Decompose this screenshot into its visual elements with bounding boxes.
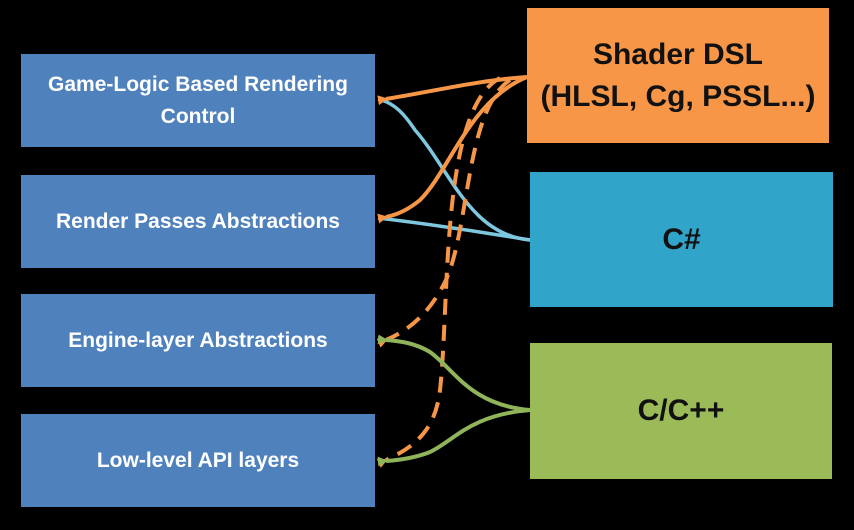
layer-box-engine-layer: Engine-layer Abstractions — [21, 294, 375, 387]
language-label-cpp: C/C++ — [637, 394, 725, 427]
shader-to-low-level-api-dashed-arrow — [376, 76, 501, 468]
shader-to-render-passes-arrow — [377, 75, 528, 224]
layer-label-low-level-api: Low-level API layers — [96, 448, 300, 472]
layer-box-low-level-api: Low-level API layers — [21, 414, 375, 507]
language-box-csharp: C# — [530, 172, 833, 307]
layer-label-engine-layer: Engine-layer Abstractions — [68, 328, 328, 352]
shader-to-game-logic-arrow — [377, 75, 528, 106]
layer-label-render-passes: Render Passes Abstractions — [55, 209, 340, 233]
layer-box-game-logic: Game-Logic Based Rendering Control — [21, 54, 375, 147]
language-label-shader-dsl: Shader DSL (HLSL, Cg, PSSL...) — [540, 37, 816, 113]
cpp-to-engine-layer-arrow — [377, 334, 531, 412]
language-box-shader-dsl: Shader DSL (HLSL, Cg, PSSL...) — [527, 8, 829, 143]
csharp-to-game-logic-curve — [377, 97, 531, 242]
cpp-to-low-level-api-arrow — [377, 408, 531, 467]
csharp-to-render-passes-curve — [377, 216, 531, 242]
layer-box-render-passes: Render Passes Abstractions — [21, 175, 375, 268]
language-box-cpp: C/C++ — [530, 343, 832, 479]
language-label-csharp: C# — [662, 222, 701, 256]
layer-label-game-logic: Game-Logic Based Rendering Control — [48, 72, 348, 128]
shader-to-engine-layer-dashed-arrow — [376, 78, 512, 348]
